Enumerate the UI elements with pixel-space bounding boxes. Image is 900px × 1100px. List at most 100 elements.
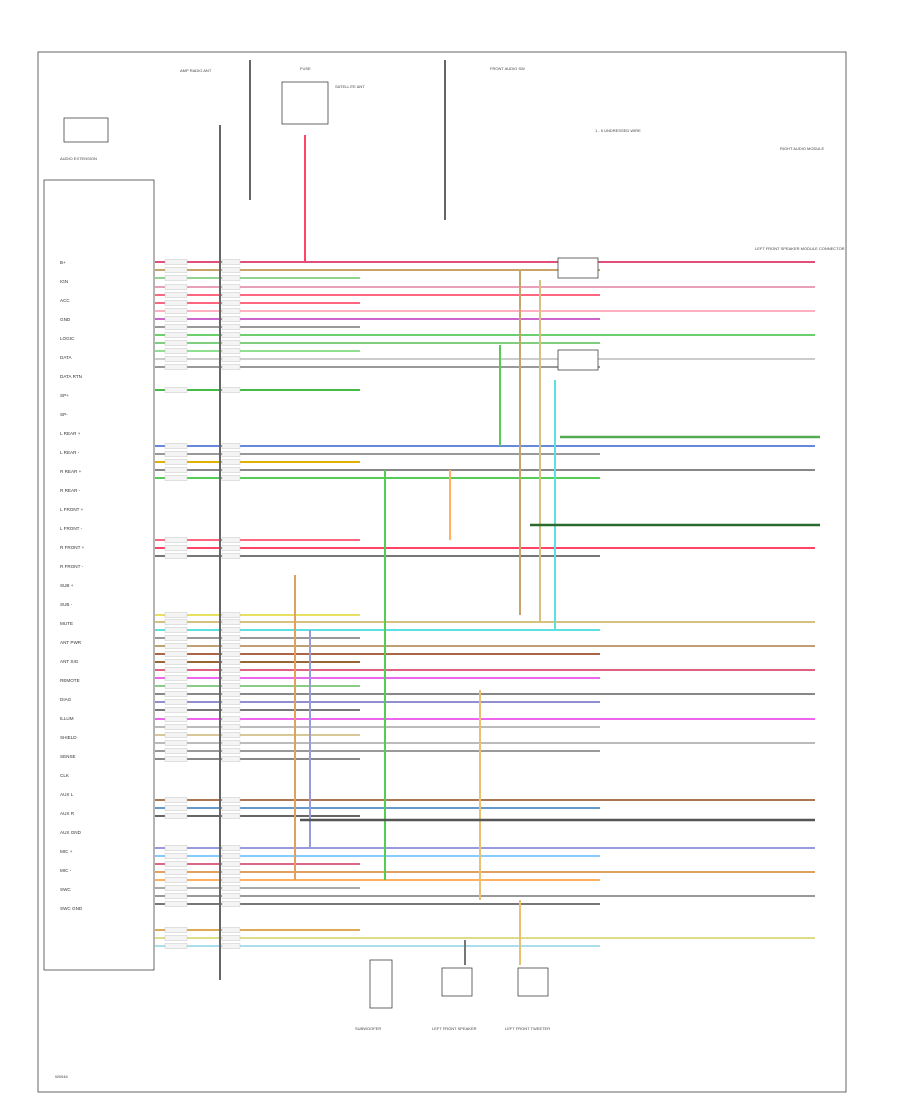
wire-tag — [164, 348, 188, 354]
wire-tag — [221, 813, 241, 819]
left-pin-label: R FRONT + — [60, 545, 85, 550]
left-pin-label: L REAR - — [60, 450, 80, 455]
wire-tag — [221, 805, 241, 811]
component-label: AMP RADIO ANT — [180, 68, 212, 73]
wire-tag — [164, 893, 188, 899]
wire-tag — [164, 869, 188, 875]
left-pin-label: SENSE — [60, 754, 76, 759]
wire-tag — [164, 553, 188, 559]
component-box — [281, 81, 329, 125]
left-pin-label: CLK — [60, 773, 70, 778]
wire-tag — [164, 927, 188, 933]
wire-tag — [164, 675, 188, 681]
wire-tag — [221, 797, 241, 803]
component-label: FUSE — [300, 66, 311, 71]
wire-tag — [221, 459, 241, 465]
wire-tag — [164, 683, 188, 689]
wire-tag — [221, 861, 241, 867]
wire-tag — [164, 387, 188, 393]
wire-tag — [221, 724, 241, 730]
wire-tag — [221, 475, 241, 481]
wire-tag — [164, 659, 188, 665]
wire-tag — [164, 612, 188, 618]
left-pin-label: AUX L — [60, 792, 74, 797]
wire-tag — [164, 537, 188, 543]
wire-tag — [164, 545, 188, 551]
wire-tag — [221, 275, 241, 281]
wire-tag — [164, 667, 188, 673]
wire-tag — [164, 716, 188, 722]
component-label: LEFT FRONT TWEETER — [505, 1026, 550, 1031]
left-pin-label: REMOTE — [60, 678, 80, 683]
left-pin-label: R REAR + — [60, 469, 82, 474]
wire-tag — [221, 885, 241, 891]
wire-tag — [221, 259, 241, 265]
left-pin-label: L FRONT - — [60, 526, 83, 531]
left-pin-label: MIC - — [60, 868, 72, 873]
wire-tag — [164, 943, 188, 949]
left-pin-label: SWC — [60, 887, 71, 892]
wire-tag — [221, 340, 241, 346]
left-pin-label: ANT PWR — [60, 640, 82, 645]
wire-tag — [221, 943, 241, 949]
wire-tag — [164, 267, 188, 273]
component-label: RIGHT AUDIO MODULE — [780, 146, 824, 151]
wire-tag — [164, 275, 188, 281]
wire-tag — [164, 797, 188, 803]
left-pin-label: AUX GND — [60, 830, 82, 835]
component-box — [369, 959, 393, 1009]
wire-tag — [164, 651, 188, 657]
component-label: LEFT FRONT SPEAKER MODULE CONNECTOR — [755, 246, 845, 251]
wire-tag — [221, 467, 241, 473]
component-box — [517, 967, 549, 997]
wire-tag — [221, 651, 241, 657]
component-label: LEFT FRONT SPEAKER — [432, 1026, 477, 1031]
wire-tag — [221, 545, 241, 551]
wire-tag — [221, 901, 241, 907]
wire-tag — [221, 927, 241, 933]
wire-tag — [221, 292, 241, 298]
left-pin-label: MIC + — [60, 849, 73, 854]
left-pin-label: L REAR + — [60, 431, 81, 436]
wire-tag — [221, 356, 241, 362]
wire-tag — [164, 813, 188, 819]
component-box — [63, 117, 109, 143]
title-note: 1 - 5 UNDRESSED WIRE — [595, 128, 641, 133]
component-label: SATELLITE ANT — [335, 84, 365, 89]
wire-tag — [164, 935, 188, 941]
wire-tag — [221, 683, 241, 689]
left-pin-label: SUB + — [60, 583, 74, 588]
wire-tag — [221, 853, 241, 859]
wire-tag — [221, 308, 241, 314]
wire-tag — [221, 691, 241, 697]
wire-tag — [164, 861, 188, 867]
wire-tag — [221, 869, 241, 875]
wire-tag — [221, 619, 241, 625]
wire-tag — [164, 259, 188, 265]
left-pin-label: SWC GND — [60, 906, 83, 911]
wire-tag — [221, 300, 241, 306]
left-pin-label: SP- — [60, 412, 68, 417]
wire-tag — [221, 348, 241, 354]
wire-tag — [164, 324, 188, 330]
left-pin-label: IGN — [60, 279, 68, 284]
wire-tag — [221, 537, 241, 543]
left-pin-label: GND — [60, 317, 71, 322]
left-pin-label: SHIELD — [60, 735, 77, 740]
wire-tag — [164, 756, 188, 762]
wire-tag — [221, 675, 241, 681]
wire-tag — [221, 707, 241, 713]
diagram-border — [37, 51, 847, 1093]
wire-tag — [164, 643, 188, 649]
component-layer — [43, 81, 599, 1009]
wire-tag — [221, 877, 241, 883]
wire-tag — [221, 387, 241, 393]
wire-tag — [221, 699, 241, 705]
wire-tag — [221, 732, 241, 738]
wire-tag — [221, 284, 241, 290]
wire-tag — [221, 893, 241, 899]
wire-tag — [164, 292, 188, 298]
wire-tag — [164, 748, 188, 754]
wire-layer — [155, 60, 820, 980]
